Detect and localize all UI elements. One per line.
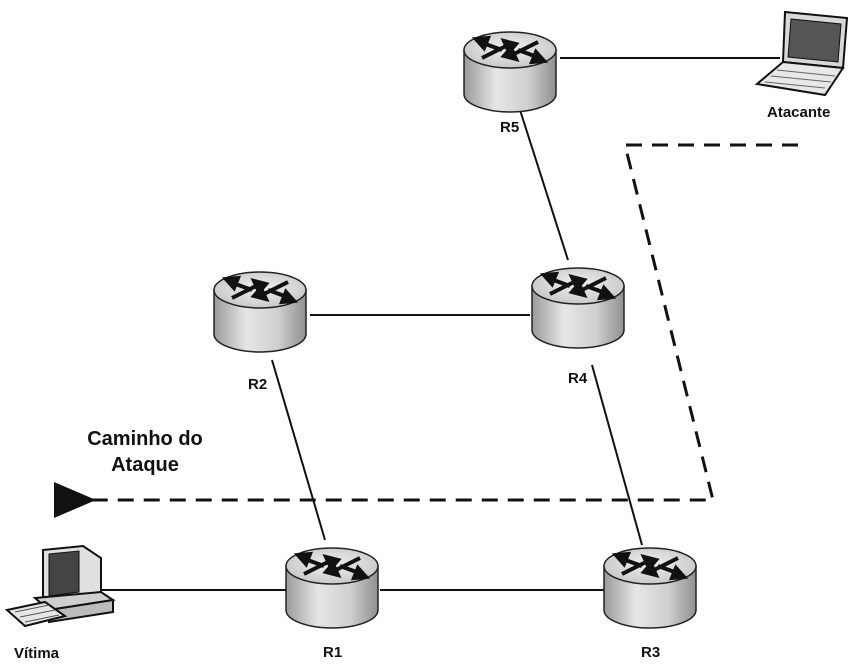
router-label-r3: R3: [641, 644, 661, 661]
link-r5-r4: [519, 109, 569, 261]
attacker-label: Atacante: [767, 104, 831, 121]
link-r2-r1: [271, 359, 326, 541]
router-r2: [212, 270, 308, 354]
laptop-icon: [754, 10, 849, 97]
router-r4: [530, 266, 626, 350]
router-r5: [462, 30, 558, 114]
attack-path-label-line1: Caminho do: [87, 428, 203, 450]
router-r1: [284, 546, 380, 630]
router-label-r2: R2: [248, 376, 268, 393]
link-r4-r3: [591, 364, 643, 546]
attack-path-label: Caminho do Ataque: [60, 426, 230, 478]
router-label-r4: R4: [568, 370, 588, 387]
desktop-computer-icon: [4, 544, 116, 628]
victim-label: Vítima: [14, 645, 60, 662]
router-r3: [602, 546, 698, 630]
attack-path-line: [53, 143, 798, 518]
attack-path-label-line2: Ataque: [111, 454, 179, 476]
router-label-r1: R1: [323, 644, 343, 661]
router-label-r5: R5: [500, 119, 520, 136]
